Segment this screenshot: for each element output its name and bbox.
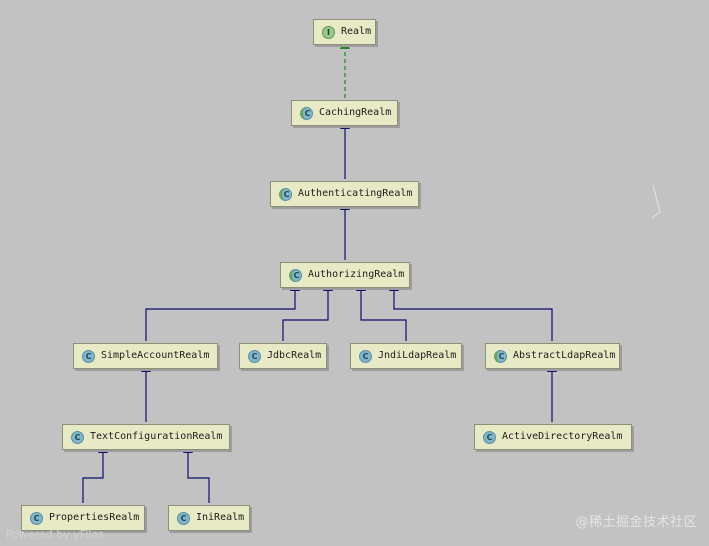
abstract-class-icon: C: [494, 349, 507, 363]
node-jdbc-realm[interactable]: C JdbcRealm: [239, 343, 327, 369]
class-icon: C: [177, 511, 190, 525]
class-icon: C: [71, 430, 84, 444]
abstract-class-icon: C: [279, 187, 292, 201]
edge-properties-realm-to-text-configuration-realm: [82, 443, 108, 503]
powered-by-footer: Powered by yFiles: [6, 528, 104, 541]
class-icon: C: [483, 430, 496, 444]
node-authenticating-realm[interactable]: C AuthenticatingRealm: [270, 181, 419, 207]
class-icon: C: [30, 511, 43, 525]
class-icon: C: [359, 349, 372, 363]
node-label: AbstractLdapRealm: [513, 350, 616, 361]
node-label: TextConfigurationRealm: [90, 431, 223, 442]
node-label: ActiveDirectoryRealm: [502, 431, 623, 442]
node-label: PropertiesRealm: [49, 512, 140, 523]
abstract-class-icon: C: [289, 268, 302, 282]
edge-abstract-ldap-realm-to-authorizing-realm: [389, 281, 553, 341]
node-simple-account-realm[interactable]: C SimpleAccountRealm: [73, 343, 218, 369]
node-ini-realm[interactable]: C IniRealm: [168, 505, 250, 531]
stray-mark: [651, 184, 661, 219]
edge-simple-account-realm-to-authorizing-realm: [145, 281, 300, 341]
node-label: AuthorizingRealm: [308, 269, 405, 280]
node-authorizing-realm[interactable]: C AuthorizingRealm: [280, 262, 410, 288]
class-icon: C: [248, 349, 261, 363]
watermark: @稀土掘金技术社区: [575, 515, 697, 530]
node-label: IniRealm: [196, 512, 245, 523]
node-label: JdbcRealm: [267, 350, 322, 361]
node-properties-realm[interactable]: C PropertiesRealm: [21, 505, 145, 531]
node-label: SimpleAccountRealm: [101, 350, 210, 361]
node-label: CachingRealm: [319, 107, 392, 118]
node-active-directory-realm[interactable]: C ActiveDirectoryRealm: [474, 424, 632, 450]
node-realm[interactable]: I Realm: [313, 19, 376, 45]
node-abstract-ldap-realm[interactable]: C AbstractLdapRealm: [485, 343, 620, 369]
abstract-class-icon: C: [300, 106, 313, 120]
node-caching-realm[interactable]: C CachingRealm: [291, 100, 398, 126]
interface-icon: I: [322, 25, 335, 39]
node-text-configuration-realm[interactable]: C TextConfigurationRealm: [62, 424, 230, 450]
node-label: JndiLdapRealm: [378, 350, 457, 361]
edge-ini-realm-to-text-configuration-realm: [183, 443, 210, 503]
node-label: AuthenticatingRealm: [298, 188, 413, 199]
class-icon: C: [82, 349, 95, 363]
node-jndi-ldap-realm[interactable]: C JndiLdapRealm: [350, 343, 462, 369]
node-label: Realm: [341, 26, 372, 37]
edge-jndi-ldap-realm-to-authorizing-realm: [356, 281, 407, 341]
edge-jdbc-realm-to-authorizing-realm: [282, 281, 333, 341]
